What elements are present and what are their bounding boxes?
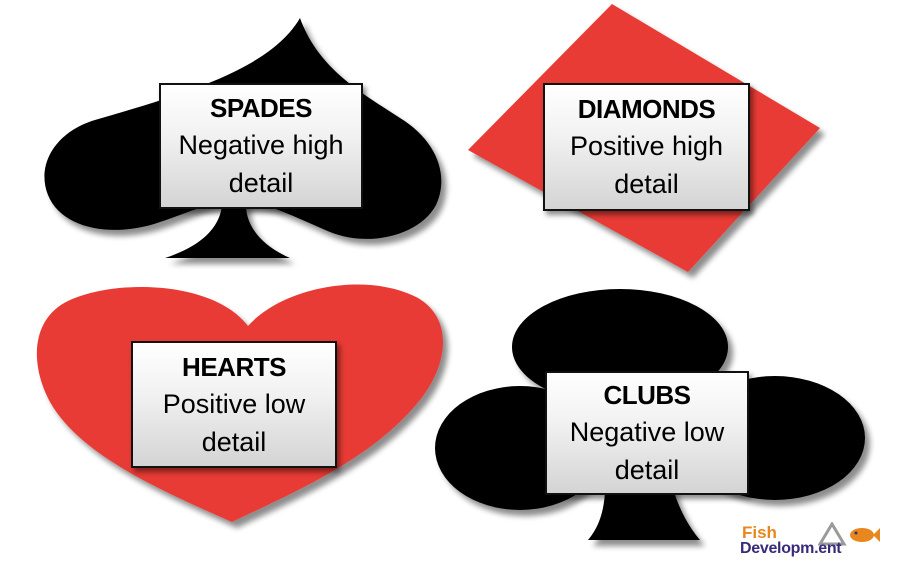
diamonds-description: Positive high detail <box>569 131 724 199</box>
spades-label-box: SPADES Negative high detail <box>159 83 363 209</box>
diamonds-label-box: DIAMONDS Positive high detail <box>543 83 750 211</box>
hearts-description: Positive low detail <box>162 388 306 457</box>
logo-fish-text: Fish <box>742 523 777 542</box>
hearts-label-box: HEARTS Positive low detail <box>131 341 337 468</box>
logo-development-text: Developm.ent <box>740 540 842 557</box>
spades-title: SPADES <box>210 93 313 123</box>
spades-description: Negative high detail <box>178 130 344 198</box>
clubs-title: CLUBS <box>603 380 691 410</box>
clubs-label-box: CLUBS Negative low detail <box>545 371 749 495</box>
logo-fish-icon <box>818 522 880 546</box>
fish-development-logo: Fish Developm.ent <box>740 522 880 560</box>
clubs-description: Negative low detail <box>569 417 725 485</box>
diamonds-title: DIAMONDS <box>577 94 716 124</box>
hearts-title: HEARTS <box>182 351 286 382</box>
